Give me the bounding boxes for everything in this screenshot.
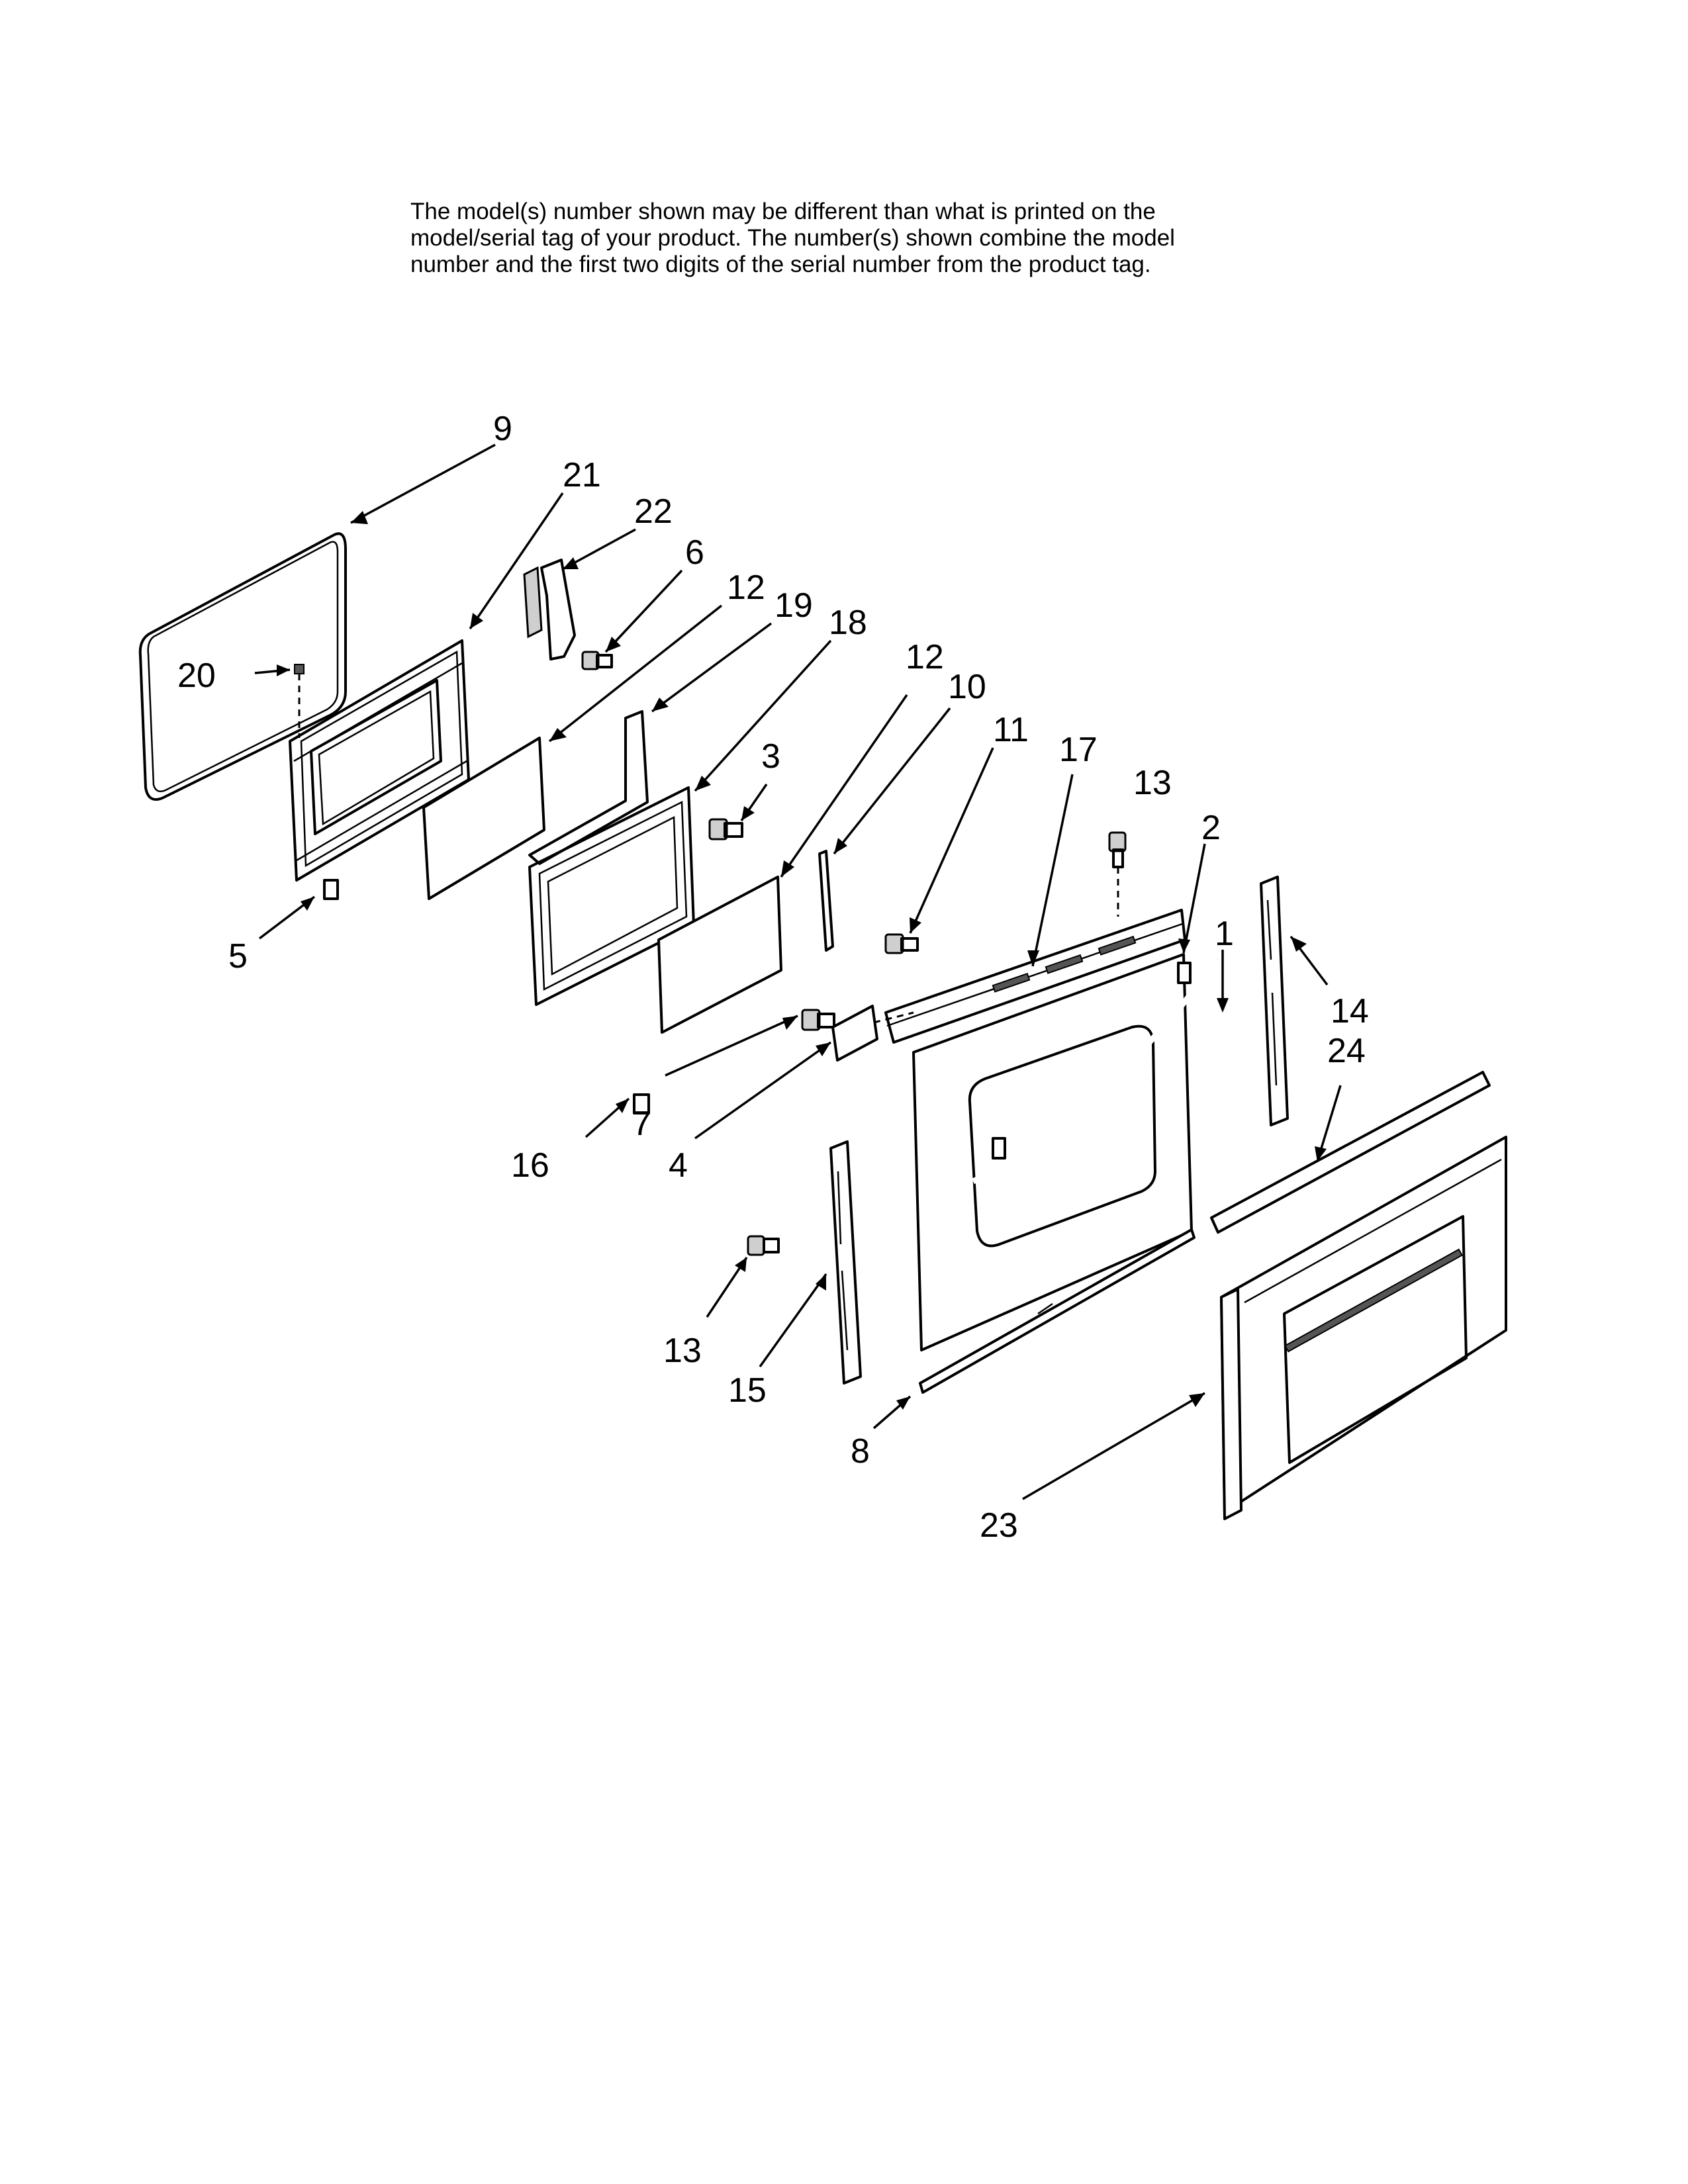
part-screw-7 — [801, 1009, 835, 1031]
callout-5: 5 — [228, 937, 248, 976]
callout-4: 4 — [669, 1146, 688, 1185]
callout-10: 10 — [948, 668, 986, 706]
callout-13-lower: 13 — [663, 1332, 702, 1370]
part-door-assembly — [1220, 1136, 1507, 1520]
callout-12-lower: 12 — [906, 638, 944, 676]
part-door-handle — [972, 958, 1221, 1185]
part-block-16 — [633, 1093, 650, 1115]
callout-15: 15 — [728, 1371, 767, 1410]
part-door-gasket — [138, 532, 347, 801]
part-side-trim-left — [829, 1140, 862, 1385]
part-screw-13-lower — [747, 1235, 780, 1256]
part-block-5 — [323, 879, 339, 900]
callout-17: 17 — [1059, 731, 1098, 769]
callout-1: 1 — [1215, 915, 1234, 953]
part-hinge-clip — [523, 559, 576, 660]
part-screw-11 — [884, 933, 919, 954]
notice-line-3: number and the first two digits of the s… — [410, 251, 1151, 277]
callout-7: 7 — [632, 1105, 651, 1143]
callout-24: 24 — [1327, 1032, 1366, 1070]
callout-3: 3 — [761, 737, 780, 776]
callout-23: 23 — [980, 1506, 1018, 1545]
part-inner-door-frame — [289, 639, 470, 882]
callout-13-upper: 13 — [1133, 764, 1172, 802]
callout-8: 8 — [851, 1432, 870, 1471]
callout-9: 9 — [493, 410, 512, 448]
model-number-notice: The model(s) number shown may be differe… — [410, 199, 1337, 278]
notice-line-1: The model(s) number shown may be differe… — [410, 199, 1156, 224]
callout-21: 21 — [563, 456, 601, 494]
callout-labels: 9 21 22 6 12 19 18 20 12 10 11 3 17 13 2… — [177, 410, 1369, 1545]
part-screw-3 — [708, 818, 743, 841]
callout-20: 20 — [177, 657, 216, 695]
part-inner-glass-lower — [657, 876, 782, 1034]
part-hinge-bracket — [831, 1005, 914, 1062]
callout-6: 6 — [685, 533, 704, 572]
part-glass-strip — [818, 850, 834, 952]
callout-2: 2 — [1201, 809, 1221, 847]
part-screw-13-upper — [1108, 831, 1127, 917]
part-screw-6 — [581, 651, 613, 670]
part-top-trim — [1210, 1071, 1491, 1234]
callout-19: 19 — [774, 586, 813, 625]
part-plug — [294, 664, 305, 738]
callout-11: 11 — [993, 711, 1029, 749]
part-side-trim-right — [1260, 876, 1289, 1126]
callout-14: 14 — [1331, 992, 1369, 1030]
part-bottom-trim — [919, 1228, 1196, 1394]
part-inner-glass-upper — [422, 737, 545, 900]
leader-arrowheads — [277, 511, 1327, 1410]
notice-line-2: model/serial tag of your product. The nu… — [410, 225, 1175, 251]
callout-12-upper: 12 — [727, 569, 765, 607]
part-insulation — [528, 710, 649, 865]
callout-16: 16 — [511, 1146, 549, 1185]
callout-22: 22 — [634, 492, 673, 531]
part-vent-channel — [884, 909, 1186, 1044]
callout-18: 18 — [829, 604, 867, 642]
